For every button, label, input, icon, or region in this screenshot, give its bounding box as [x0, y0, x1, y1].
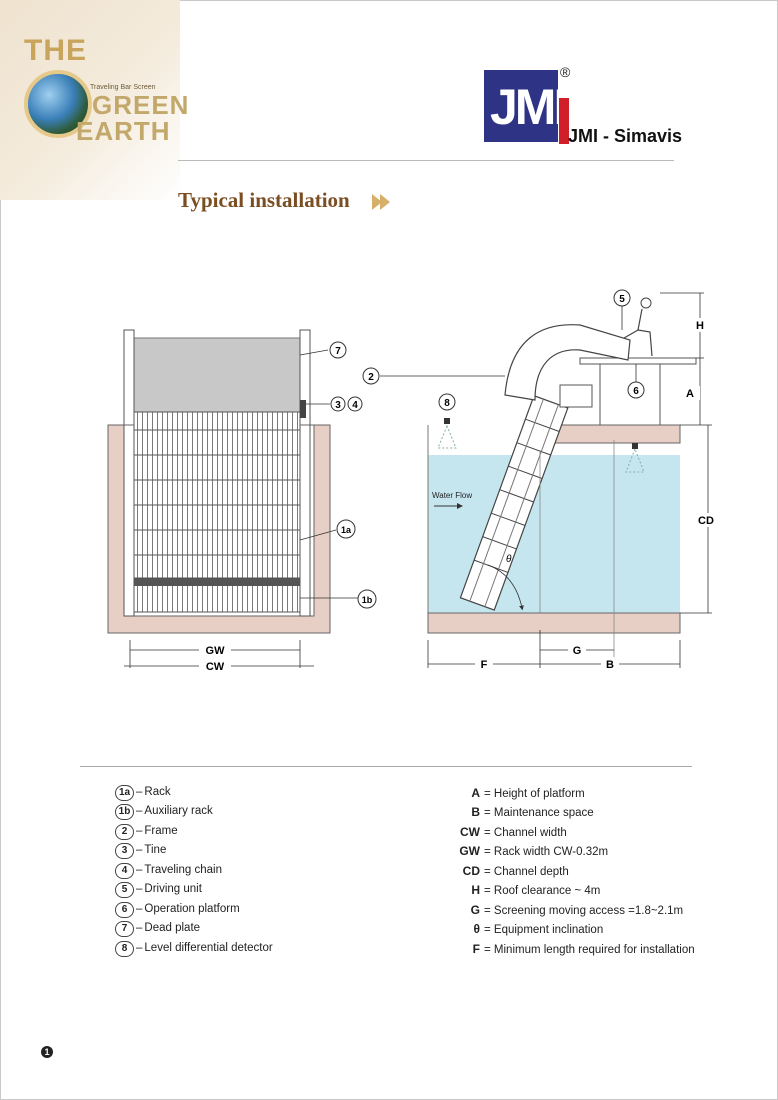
legend-sym-h: H= Roof clearance ~ 4m: [471, 883, 601, 897]
legend-sym-theta: θ= Equipment inclination: [473, 922, 604, 936]
callout-5: 5: [619, 294, 625, 305]
legend-sym-g: G= Screening moving access =1.8~2.1m: [470, 903, 684, 917]
side-view: 8 2 5 6 Water Flow θ H A CD: [362, 289, 720, 671]
dim-f: F: [481, 659, 488, 671]
auxiliary-rack-front: [134, 578, 300, 586]
frame-curve: [504, 324, 631, 401]
legend-sym-gw: GW= Rack width CW-0.32m: [459, 844, 609, 858]
inclined-screen: [459, 394, 569, 611]
theta-label: θ: [506, 554, 512, 565]
section-title: Typical installation: [178, 188, 350, 212]
legend-sym-f: F= Minimum length required for installat…: [472, 942, 695, 956]
legend-part-1b: 1b–Auxiliary rack: [115, 803, 213, 820]
brand-tagline: Traveling Bar Screen: [90, 84, 156, 91]
legend-part-7: 7–Dead plate: [115, 920, 200, 937]
callout-7: 7: [335, 346, 341, 357]
dim-a: A: [686, 388, 694, 400]
tine-front: [300, 400, 306, 418]
header-divider: [178, 160, 674, 161]
company-name: JMI - Simavis: [568, 126, 683, 146]
operator-body: [623, 308, 653, 357]
water-flow-label: Water Flow: [432, 491, 472, 500]
dim-g: G: [573, 645, 582, 657]
brand-green: GREEN: [92, 90, 190, 120]
legend-part-8: 8–Level differential detector: [115, 940, 273, 957]
conveyor: [559, 384, 593, 408]
dim-h: H: [696, 320, 704, 332]
callout-6: 6: [633, 386, 639, 397]
title-arrow-icon: [372, 194, 382, 210]
legend-sym-b: B= Maintenance space: [471, 805, 594, 819]
callout-3: 3: [335, 400, 341, 411]
brand-earth: EARTH: [76, 116, 171, 146]
callout-2: 2: [368, 372, 374, 383]
callout-4: 4: [352, 400, 358, 411]
callout-8: 8: [444, 398, 450, 409]
frame-right: [299, 329, 311, 617]
operator-head: [640, 297, 652, 309]
legend-part-6: 6–Operation platform: [115, 901, 240, 918]
legend-part-3: 3–Tine: [115, 842, 166, 859]
dead-plate-front: [133, 337, 301, 417]
dim-cw: CW: [206, 661, 225, 673]
callout-1a: 1a: [341, 525, 352, 535]
jmi-logo-red-bar: [559, 98, 569, 144]
jmi-logo-letters: JMI: [490, 79, 567, 135]
legend-sym-a: A= Height of platform: [471, 786, 585, 800]
legend-part-1a: 1a–Rack: [115, 784, 171, 801]
legend-part-4: 4–Traveling chain: [115, 862, 222, 879]
legend-sym-cw: CW= Channel width: [460, 825, 567, 839]
frame-left: [123, 329, 135, 617]
brand-the: THE: [24, 34, 87, 67]
jmi-logo: [484, 70, 558, 142]
title-arrow-icon-2: [380, 194, 390, 210]
registered-mark: ®: [560, 64, 571, 80]
dim-gw: GW: [206, 645, 226, 657]
channel-floor-side: [427, 612, 681, 634]
callout-1b: 1b: [362, 595, 373, 605]
front-view: 7 3 4 1a 1b GW CW: [107, 329, 377, 673]
page-number: 1: [41, 1046, 53, 1058]
legend-sym-cd: CD= Channel depth: [462, 864, 569, 878]
dim-b: B: [606, 659, 614, 671]
legend-part-2: 2–Frame: [115, 823, 178, 840]
operation-platform: [579, 357, 697, 365]
globe-icon: [24, 70, 92, 138]
dim-cd: CD: [698, 515, 714, 527]
legend-divider: [80, 766, 692, 767]
legend-part-5: 5–Driving unit: [115, 881, 202, 898]
